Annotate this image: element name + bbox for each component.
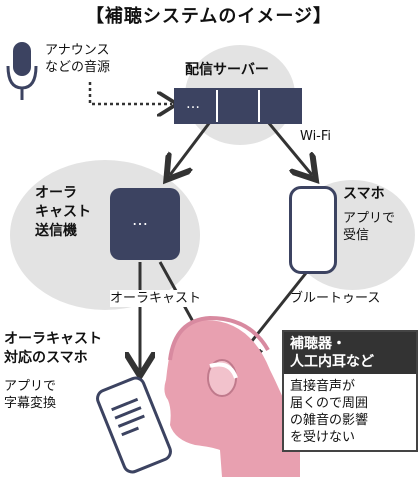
hearing-aid-title: 補聴器・ 人工内耳など [284, 332, 416, 374]
auracast-edge-label: オーラキャスト [110, 290, 202, 307]
subtitle-lines-icon [111, 397, 148, 437]
server-to-transmitter-arrow [170, 121, 212, 175]
server-box: … [174, 88, 302, 124]
smartphone-title: スマホ [343, 186, 385, 202]
source-label: アナウンス などの音源 [45, 43, 111, 75]
smartphone-desc: アプリで 受信 [343, 211, 396, 243]
auracast-phone-title: オーラキャスト 対応のスマホ [4, 331, 102, 366]
hearing-aid-box: 補聴器・ 人工内耳など 直接音声が 届くので周囲 の雑音の影響 を受けない [282, 330, 418, 452]
smartphone-device [289, 186, 337, 274]
transmitter-dots-icon: … [132, 210, 148, 229]
microphone-icon [6, 42, 38, 100]
hearing-aid-desc: 直接音声が 届くので周囲 の雑音の影響 を受けない [290, 379, 369, 445]
server-to-smartphone-arrow [266, 121, 312, 175]
server-label: 配信サーバー [185, 62, 269, 78]
head-illustration [164, 315, 300, 477]
transmitter-label: オーラ キャスト 送信機 [35, 185, 91, 239]
auracast-phone-desc: アプリで 字幕変換 [4, 379, 57, 411]
wifi-label: Wi-Fi [300, 129, 332, 144]
server-dots-icon: … [186, 96, 200, 112]
bluetooth-edge-label: ブルートゥース [290, 291, 381, 306]
diagram-title: 【補聴システムのイメージ】 [85, 6, 333, 27]
source-to-server-arrow [88, 82, 172, 104]
transmitter-device: … [110, 188, 180, 260]
